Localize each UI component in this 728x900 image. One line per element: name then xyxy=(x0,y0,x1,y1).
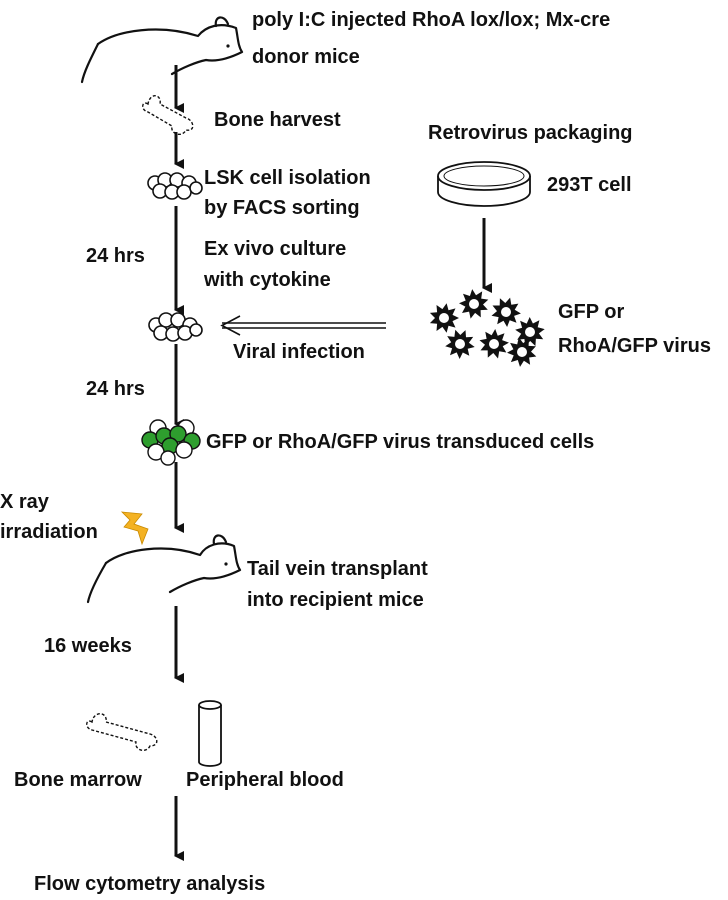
lsk-cell-cluster-icon xyxy=(147,172,203,200)
virus-particle-core xyxy=(455,339,465,349)
peripheral-blood-label: Peripheral blood xyxy=(186,769,344,791)
transduced-cells-label: GFP or RhoA/GFP virus transduced cells xyxy=(206,431,595,453)
virus-label-line1: GFP or xyxy=(558,301,625,323)
transplant-label-line1: Tail vein transplant xyxy=(247,558,428,580)
wait-time-label: 16 weeks xyxy=(44,635,132,657)
bone-harvest-label: Bone harvest xyxy=(214,109,341,131)
flow-arrows xyxy=(174,65,492,861)
donor-label-line2: donor mice xyxy=(252,46,360,68)
recipient-mouse-icon xyxy=(86,534,242,604)
virus-particle-core xyxy=(525,327,535,337)
donor-label-line1: poly I:C injected RhoA lox/lox; Mx-cre xyxy=(252,9,611,31)
gfp-cell-cluster-icon xyxy=(141,419,201,466)
virus-particle-core xyxy=(517,347,527,357)
culture-label-line1: Ex vivo culture xyxy=(204,238,347,260)
culture-time-label: 24 hrs xyxy=(86,245,145,267)
293t-cell-label: 293T cell xyxy=(547,174,632,196)
petri-dish-icon xyxy=(437,161,531,207)
lsk-label-line1: LSK cell isolation xyxy=(204,167,371,189)
xray-label-line2: irradiation xyxy=(0,521,98,543)
infection-time-label: 24 hrs xyxy=(86,378,145,400)
virus-label-line2: RhoA/GFP virus xyxy=(558,335,711,357)
virus-particles-icon xyxy=(429,289,545,367)
virus-particle-core xyxy=(501,307,511,317)
analysis-label: Flow cytometry analysis xyxy=(34,873,266,895)
lsk-label-line2: by FACS sorting xyxy=(204,197,360,219)
virus-particle-core xyxy=(469,299,479,309)
donor-mouse-icon xyxy=(80,16,244,84)
retrovirus-packaging-label: Retrovirus packaging xyxy=(428,122,633,144)
bone-marrow-icon xyxy=(86,713,158,752)
bone-marrow-label: Bone marrow xyxy=(14,769,142,791)
xray-label-line1: X ray xyxy=(0,491,49,513)
lightning-icon xyxy=(120,511,149,546)
virus-particle-core xyxy=(489,339,499,349)
cultured-cell-cluster-icon xyxy=(148,312,203,342)
blood-tube-icon xyxy=(198,700,222,767)
infection-arrow xyxy=(220,315,386,336)
virus-particle-core xyxy=(439,313,449,323)
culture-label-line2: with cytokine xyxy=(204,269,331,291)
bone-icon xyxy=(142,95,194,136)
transplant-label-line2: into recipient mice xyxy=(247,589,424,611)
viral-infection-label: Viral infection xyxy=(233,341,365,363)
